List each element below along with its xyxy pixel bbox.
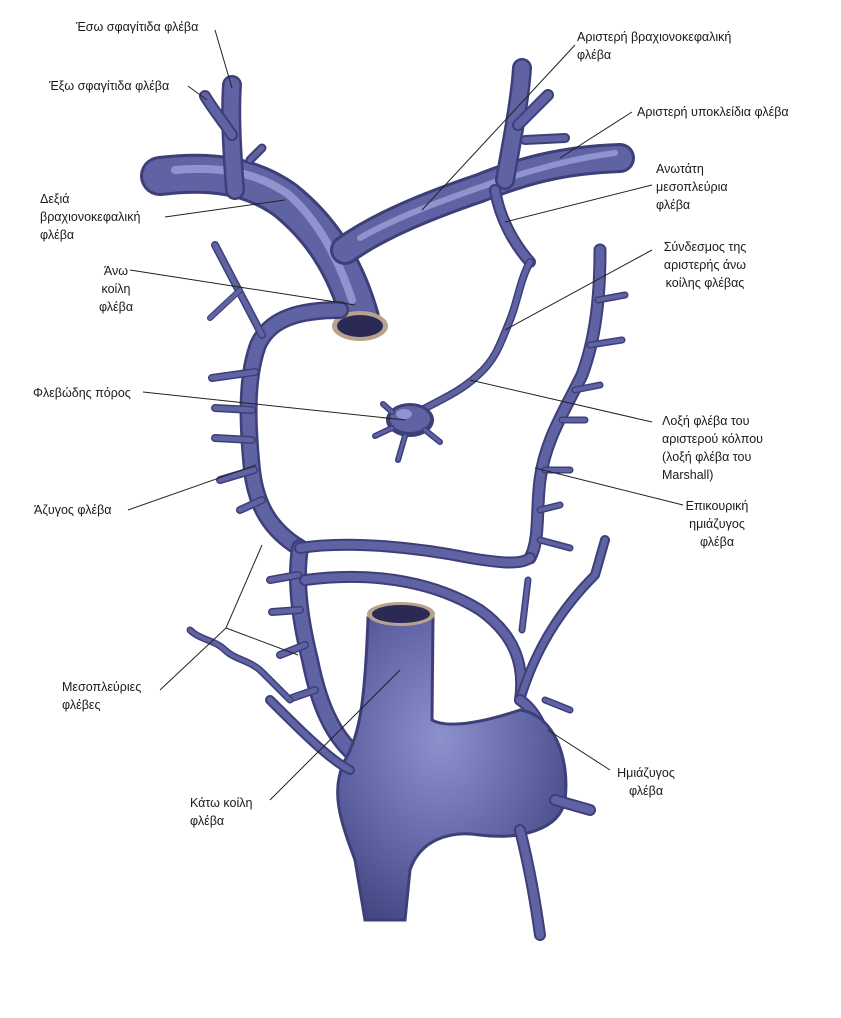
azygos-vein-shape bbox=[207, 241, 359, 759]
leader-lines bbox=[127, 29, 684, 801]
accessory-hemiazygos-label: Επικουρική ημιάζυγος φλέβα bbox=[685, 499, 749, 549]
ligament-left-svc-label: Σύνδεσμος της αριστερής άνω κοίλης φλέβα… bbox=[663, 240, 747, 290]
ductus-venosus-label: Φλεβώδης πόρος bbox=[33, 386, 131, 400]
ivc-label: Κάτω κοίλη φλέβα bbox=[190, 796, 253, 828]
left-subclavian-label: Αριστερή υποκλείδια φλέβα bbox=[637, 105, 789, 119]
ductus-venosus-shape bbox=[372, 401, 443, 463]
ivc-shape bbox=[265, 616, 596, 941]
upper-veins bbox=[140, 58, 635, 338]
left-brachiocephalic-label: Αριστερή βραχιονοκεφαλική φλέβα bbox=[577, 30, 732, 62]
intercostal-veins-label: Μεσοπλεύριες φλέβες bbox=[62, 680, 142, 712]
accessory-hemiazygos-shape bbox=[294, 243, 629, 706]
azygos-label: Άζυγος φλέβα bbox=[34, 503, 112, 517]
svc-label: Άνω κοίλη φλέβα bbox=[98, 264, 134, 314]
right-brachiocephalic-label: Δεξιά βραχιονοκεφαλική φλέβα bbox=[40, 192, 141, 242]
hemiazygos-label: Ημιάζυγος φλέβα bbox=[617, 766, 675, 798]
internal-jugular-label: Έσω σφαγίτιδα φλέβα bbox=[76, 20, 199, 34]
external-jugular-label: Έξω σφαγίτιδα φλέβα bbox=[49, 79, 170, 93]
superior-intercostal-label: Ανωτάτη μεσοπλεύρια φλέβα bbox=[656, 162, 728, 212]
ligament-and-oblique-vein bbox=[414, 258, 534, 416]
oblique-vein-label: Λοξή φλέβα του αριστερού κόλπου (λοξή φλ… bbox=[662, 414, 764, 482]
